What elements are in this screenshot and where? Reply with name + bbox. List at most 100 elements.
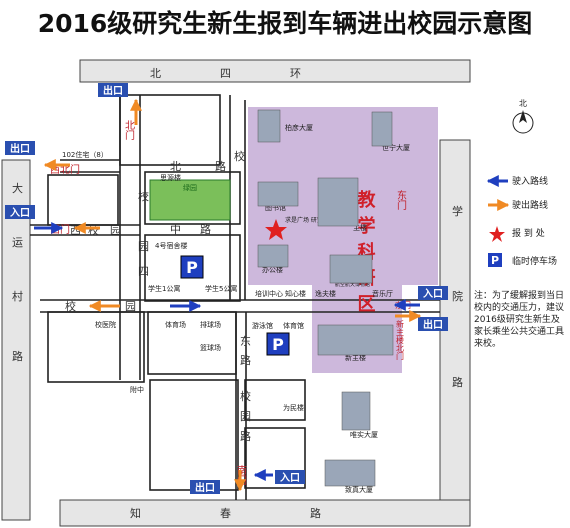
- entrance-box-1: [5, 205, 35, 219]
- exit-box-3-text: 出口: [423, 318, 443, 331]
- route-arrows: [34, 98, 422, 492]
- school-road-west-2: 园: [125, 300, 136, 313]
- exit-box-3: [418, 317, 448, 331]
- legend-star-icon: [489, 226, 505, 242]
- zhixin-label: 知心楼: [285, 289, 306, 298]
- hospital-label: 校医院: [95, 320, 116, 329]
- north-ring-char-2: 四: [220, 67, 231, 80]
- road-labels: 北 四 环 学 院 路 知 春 路 大 运 村 路 北 路 西 校 园 中 路 …: [12, 67, 463, 520]
- exit-box-4-text: 出口: [195, 481, 215, 494]
- inner-lower-2: 园: [240, 410, 251, 423]
- inner-school-2: 园: [138, 240, 149, 253]
- student5-label: 学生5公寓: [205, 284, 237, 293]
- main-building: [317, 177, 359, 227]
- exit-box-1-text: 出口: [103, 84, 123, 97]
- inner-lower-1: 校: [240, 389, 251, 403]
- music-label: 音乐厅: [372, 289, 393, 298]
- gym-label: 体育场: [165, 320, 186, 329]
- inner-school-1: 校: [138, 189, 149, 203]
- library-label: 图书馆: [265, 203, 286, 212]
- legend-enter-label: 驶入路线: [512, 175, 548, 187]
- zhiyuan-label: 致真大厦: [345, 485, 373, 494]
- teaching-zone-label: 教学科研区: [355, 189, 376, 320]
- student1-label: 学生1公寓: [148, 284, 180, 293]
- east-road-char-2: 院: [452, 289, 463, 303]
- exit-box-4: [190, 480, 220, 494]
- building-images: [257, 109, 394, 487]
- road-block-6: [147, 311, 237, 375]
- west-road-char-4: 路: [12, 350, 23, 363]
- inner-east-top: 校: [234, 149, 245, 163]
- road-block-2: [144, 171, 241, 225]
- south-road: [59, 499, 471, 527]
- east-road-char-3: 路: [452, 376, 463, 389]
- registration-star: [265, 219, 287, 240]
- page-title: 2016级研究生新生报到车辆进出校园示意图: [37, 9, 533, 38]
- entrance-box-3: [275, 470, 305, 484]
- green-park: [149, 179, 231, 221]
- south-road-char-1: 知: [130, 506, 141, 520]
- note-box: 注：为了缓解报到当日校内的交通压力，建议2016级研究生新生及家长乘坐公共交通工…: [474, 291, 564, 349]
- entrance-box-1-text: 入口: [10, 207, 30, 219]
- entrance-box-3-text: 入口: [280, 472, 300, 484]
- west-road: [1, 159, 31, 521]
- tiyu-label: 体育馆: [283, 321, 304, 330]
- paiqiu-label: 排球场: [200, 320, 221, 329]
- entrance-box-2-text: 入口: [423, 288, 443, 300]
- inner-west-road-3: 校: [88, 223, 99, 237]
- weishi-building: [341, 391, 371, 431]
- main-roads: [30, 95, 440, 500]
- road-block-4: [47, 174, 119, 226]
- weishi-label: 唯实大厦: [350, 430, 378, 439]
- svg-text:P: P: [186, 258, 198, 277]
- compass-north-label: 北: [519, 99, 527, 108]
- newmain-label: 新主楼: [345, 353, 366, 362]
- north-gate-label: 北门: [123, 120, 135, 141]
- inner-west-road-4: 园: [110, 224, 121, 237]
- library-building: [257, 181, 299, 207]
- inner-north-road-2: 路: [215, 160, 226, 173]
- weimin-label: 为民楼: [283, 403, 304, 412]
- east-road-char-1: 学: [452, 204, 463, 218]
- school-road-west-1: 校: [65, 299, 76, 313]
- west-road-char-2: 运: [12, 236, 23, 249]
- legend-parking-icon: [488, 253, 502, 267]
- swim-label: 游泳馆: [252, 321, 273, 330]
- inner-mid-road-2: 路: [200, 223, 211, 236]
- west-road-char-1: 大: [12, 181, 23, 195]
- west-road-char-3: 村: [12, 289, 23, 303]
- yifu-label: 逸夫楼: [315, 289, 336, 298]
- bojing-building: [257, 109, 281, 143]
- inner-mid-road-1: 中: [170, 223, 181, 236]
- road-block-9: [149, 379, 239, 491]
- zhiyuan-building: [324, 459, 376, 487]
- newmain-building: [317, 324, 394, 356]
- shining-building: [371, 111, 393, 147]
- building-labels: 柏彦大厦 世宁大厦 102住宅（8） 思源楼 图书馆 求是广场 研究生报到处 主…: [62, 123, 410, 494]
- inner-east-1: 东: [240, 335, 251, 348]
- exit-boxes: 出口 出口 出口 出口 入口 入口 入口: [5, 83, 448, 494]
- entrance-box-2: [418, 286, 448, 300]
- lake-label: 绿园: [183, 183, 197, 192]
- bojing-label: 柏彦大厦: [285, 123, 313, 132]
- north-ring-road: [79, 59, 471, 83]
- inner-east-2: 路: [240, 354, 251, 367]
- office-label: 办公楼: [262, 265, 283, 274]
- east-gate-label: 东门: [395, 189, 407, 211]
- shining-label: 世宁大厦: [382, 143, 410, 152]
- siyuan-label: 思源楼: [160, 173, 181, 182]
- legend-report-label: 报 到 处: [512, 227, 545, 239]
- lab-building: [329, 254, 373, 284]
- svg-text:P: P: [272, 335, 284, 354]
- legend-parking-symbol: P: [491, 254, 499, 267]
- legend-parking-label: 临时停车场: [512, 255, 557, 267]
- parking-lot-1: P: [180, 255, 204, 279]
- dorm4-label: 4号宿舍楼: [155, 241, 187, 250]
- outer-roads: [1, 59, 471, 527]
- lanqiu-label: 篮球场: [200, 343, 221, 352]
- parking-lot-2: P: [266, 332, 290, 356]
- legend: 驶入路线 驶出路线 报 到 处 P 临时停车场: [486, 175, 557, 267]
- new-main-north-gate-label: 新主楼北门: [396, 319, 405, 361]
- exit-box-2-text: 出口: [10, 142, 30, 155]
